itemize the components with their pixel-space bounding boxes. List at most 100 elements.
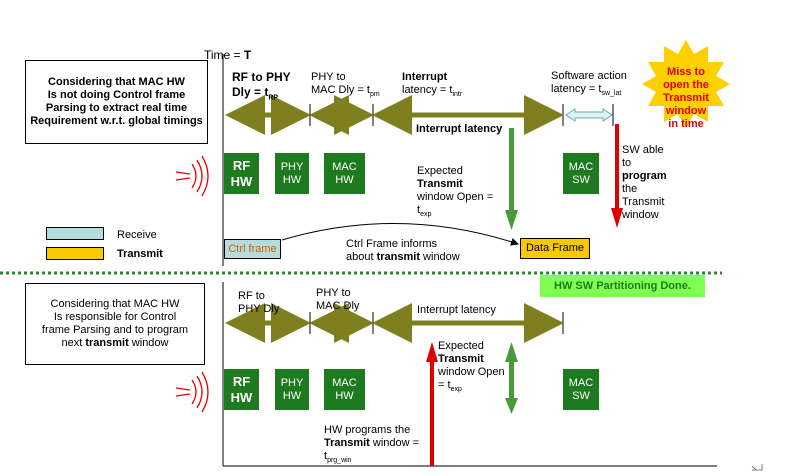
red-arrow-top-head (611, 208, 623, 228)
top-note-box: Considering that MAC HW Is not doing Con… (25, 60, 208, 144)
miss-text: Miss to open the Transmit window in time (655, 66, 717, 131)
informs-suffix: window (420, 251, 460, 263)
mac-hw-line1: MAC (332, 376, 357, 389)
partition-badge: HW SW Partitioning Done. (540, 275, 705, 297)
miss-starburst (642, 40, 730, 128)
expected-bottom-line3: window Open (438, 366, 505, 378)
rf-hw-line2: HW (230, 389, 253, 405)
sw-able-line: Transmit (622, 196, 665, 208)
bottom-note-prefix: next (61, 337, 86, 349)
phy-mac-label-sub: pm (369, 91, 380, 99)
phy-hw-line2: HW (282, 389, 302, 402)
hw-programs-line1: HW programs the (324, 424, 411, 436)
mac-hw-line1: MAC (332, 160, 357, 173)
rf-phy-label-sub: RP (268, 94, 279, 102)
phy-mac-label-line2: MAC Dly = tpm (311, 84, 380, 101)
legend-transmit-swatch (46, 247, 104, 260)
return-mark (751, 464, 763, 471)
sw-able-line: to (622, 157, 632, 169)
top-note-line: Requirement w.r.t. global timings (30, 115, 203, 127)
phy-mac-bottom-line2: MAC Dly (316, 300, 360, 312)
hw-programs-sub: prg_win (327, 457, 352, 465)
phy-hw-line2: HW (282, 173, 302, 186)
rf-hw-line1: RF (232, 373, 251, 389)
rf-phy-label-text: Dly = t (232, 85, 269, 99)
mac-hw-line2: HW (335, 389, 354, 402)
bottom-note-line: Is responsible for Control (53, 311, 177, 323)
legend-receive-label: Receive (117, 229, 157, 241)
hw-programs-suffix: window = (369, 437, 420, 449)
hw-programs-line3: tprg_win (324, 450, 419, 467)
sw-able-line: the (622, 183, 638, 195)
hw-programs-bold: Transmit (324, 437, 370, 449)
red-arrow-top-shaft (615, 124, 619, 212)
sw-able-line: program (622, 170, 667, 182)
miss-line: Transmit (663, 92, 709, 104)
interrupt-latency-bottom: Interrupt latency (417, 304, 496, 316)
miss-line: open the (663, 79, 709, 91)
phy-mac-label-line1: PHY to (311, 71, 346, 83)
bottom-note-bold: transmit (85, 337, 129, 349)
sw-able-line: window (622, 209, 659, 221)
mac-sw-line2: SW (572, 389, 590, 402)
interrupt-label-text: latency = t (402, 84, 453, 96)
interrupt-latency-label: Interrupt latency = tintr (402, 71, 462, 101)
sw-able-line: SW able (622, 144, 664, 156)
green-arrow-bottom-shaft (509, 360, 514, 400)
green-arrow-top-shaft (509, 128, 514, 212)
interrupt-latency-caption: Interrupt latency (416, 123, 503, 135)
rf-phy-label-bottom: RF to PHY Dly (238, 290, 279, 316)
sw-action-label-text: latency = t (551, 83, 602, 95)
ctrl-frame-box: Ctrl frame (224, 239, 281, 259)
informs-line1: Ctrl Frame informs (346, 238, 438, 250)
ctrl-informs-label: Ctrl Frame informs about transmit window (346, 238, 460, 264)
interrupt-label-sub: intr (452, 91, 463, 99)
data-frame-box: Data Frame (520, 238, 590, 259)
sw-able-label: SW able to program the Transmit window (622, 144, 667, 222)
expected-line4-sub: exp (420, 211, 432, 219)
time-label-value: T (243, 48, 252, 62)
red-arrow-bottom-shaft (430, 360, 434, 466)
informs-bold: transmit (376, 251, 420, 263)
phy-mac-label-bottom: PHY to MAC Dly (316, 287, 359, 313)
miss-line: Miss to (667, 66, 705, 78)
expected-bold: Transmit (417, 178, 463, 190)
rf-hw-line2: HW (230, 173, 253, 189)
sw-action-label-line1: Software action (551, 70, 627, 82)
arrow-sw-latency (565, 108, 613, 122)
rf-phy-bottom-line1: RF to (238, 290, 265, 302)
top-note-line: Is not doing Control frame (47, 89, 186, 101)
phy-hw-line1: PHY (280, 160, 304, 173)
time-label: Time = T (204, 49, 251, 62)
expected-bottom-bold: Transmit (438, 353, 484, 365)
expected-line1: Expected (417, 165, 463, 177)
sw-action-label-sub: sw_lat (601, 90, 622, 98)
curve-ctrl-to-data (281, 223, 519, 246)
expected-bottom-line4-text: = t (438, 379, 451, 391)
expected-bottom-line4: = texp (438, 379, 505, 396)
green-arrow-top-head (505, 210, 518, 230)
hw-programs-line2: Transmit window = (324, 437, 419, 450)
expected-line3: window Open = (417, 191, 494, 203)
sw-action-label: Software action latency = tsw_lat (551, 70, 627, 100)
interrupt-label-line2: latency = tintr (402, 84, 462, 101)
bottom-note-box: Considering that MAC HW Is responsible f… (25, 283, 205, 365)
top-note-line: Considering that MAC HW (48, 76, 185, 88)
mac-sw-line2: SW (572, 173, 590, 186)
sw-action-label-line2: latency = tsw_lat (551, 83, 627, 100)
expected-transmit-top: Expected Transmit window Open = texp (417, 165, 493, 221)
expected-line4: texp (417, 204, 493, 221)
phy-mac-bottom-line1: PHY to (316, 287, 351, 299)
miss-line: window (665, 105, 707, 117)
mac-sw-line1: MAC (568, 376, 594, 389)
mac-sw-line1: MAC (568, 160, 594, 173)
legend-receive-swatch (46, 227, 104, 240)
green-arrow-bottom-headtop (505, 342, 518, 362)
bottom-note-line4: next transmit window (61, 337, 168, 350)
